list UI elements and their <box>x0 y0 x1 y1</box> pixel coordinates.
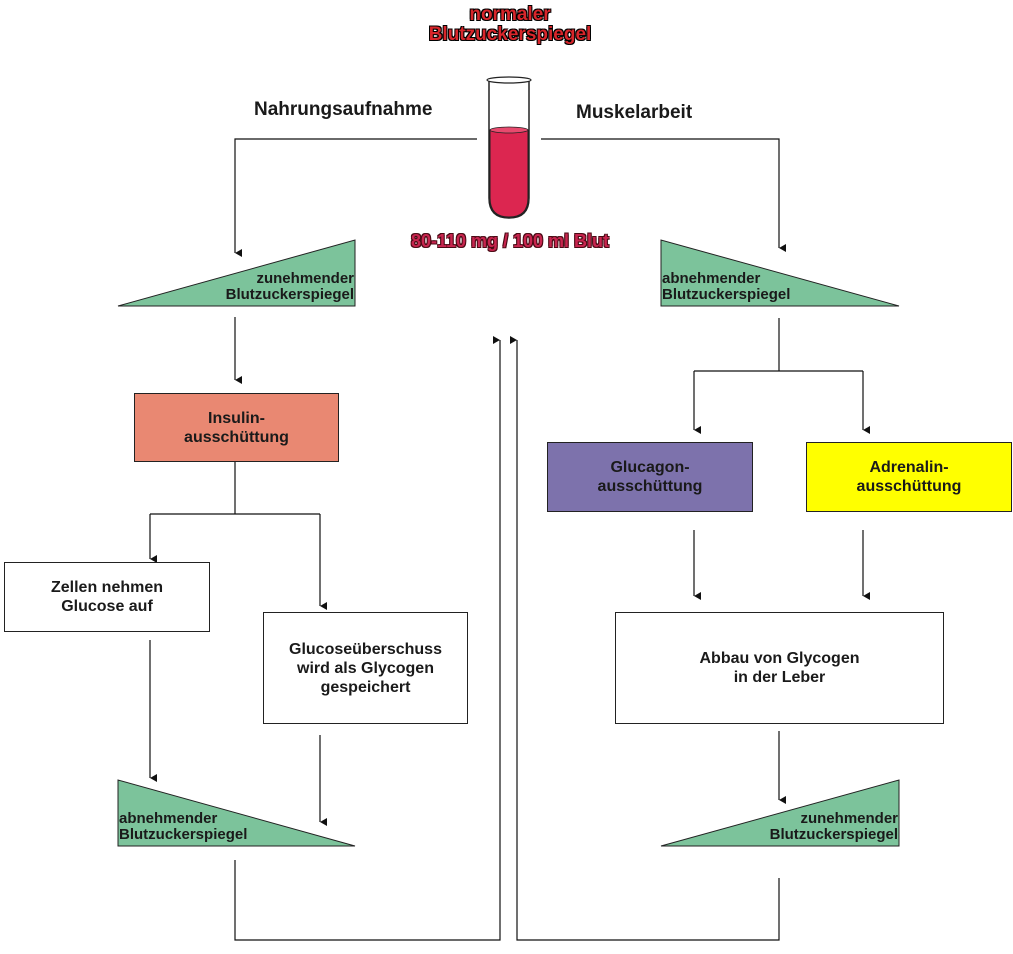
breakdown-line2: in der Leber <box>733 669 826 686</box>
cells-line1: Zellen nehmen <box>50 579 164 596</box>
storage-line1: Glucoseüberschuss <box>289 640 442 658</box>
triangle-left-bottom-line2: Blutzuckerspiegel <box>119 826 248 843</box>
label-food-intake: Nahrungsaufnahme <box>254 99 433 120</box>
triangle-right-bottom-line1: zunehmender <box>800 810 898 827</box>
label-muscle-work: Muskelarbeit <box>576 102 693 123</box>
triangle-right-bottom-label: zunehmender Blutzuckerspiegel <box>698 811 898 843</box>
triangle-left-bottom <box>117 779 356 847</box>
adrenalin-line1: Adrenalin- <box>869 459 949 476</box>
connector-lines <box>149 138 870 941</box>
adrenalin-box: Adrenalin- ausschüttung <box>806 442 1012 512</box>
triangle-right-top-label: abnehmender Blutzuckerspiegel <box>662 271 862 303</box>
storage-line2: wird als Glycogen <box>297 659 434 677</box>
triangle-right-bottom-line2: Blutzuckerspiegel <box>769 826 898 843</box>
triangle-right-top-line1: abnehmender <box>662 270 761 287</box>
cells-box: Zellen nehmen Glucose auf <box>4 562 210 632</box>
storage-line3: gespeichert <box>320 678 411 696</box>
triangle-left-bottom-line1: abnehmender <box>119 810 218 827</box>
triangle-right-top-line2: Blutzuckerspiegel <box>662 286 791 303</box>
glucagon-line1: Glucagon- <box>610 459 690 476</box>
triangle-left-top-label: zunehmender Blutzuckerspiegel <box>180 271 354 303</box>
blood-sugar-range: 80-110 mg / 100 ml Blut <box>410 231 610 251</box>
cells-line2: Glucose auf <box>61 598 153 615</box>
triangle-right-top <box>660 239 900 307</box>
insulin-line2: ausschüttung <box>184 428 289 446</box>
title-line-2: Blutzuckerspiegel <box>428 24 592 45</box>
glucagon-line2: ausschüttung <box>597 478 703 495</box>
insulin-box: Insulin- ausschüttung <box>134 393 339 462</box>
glucagon-box: Glucagon- ausschüttung <box>547 442 753 512</box>
insulin-line1: Insulin- <box>208 409 265 427</box>
triangle-left-top-line1: zunehmender <box>256 270 354 287</box>
triangle-left-top-line2: Blutzuckerspiegel <box>225 286 354 303</box>
storage-box: Glucoseüberschuss wird als Glycogen gesp… <box>263 612 468 724</box>
triangle-right-bottom <box>660 779 900 847</box>
triangle-left-top <box>117 239 356 307</box>
test-tube-icon <box>486 76 532 219</box>
title-line-1: normaler <box>469 4 551 25</box>
breakdown-box: Abbau von Glycogen in der Leber <box>615 612 944 724</box>
triangle-left-bottom-label: abnehmender Blutzuckerspiegel <box>119 811 319 843</box>
breakdown-line1: Abbau von Glycogen <box>699 650 860 667</box>
adrenalin-line2: ausschüttung <box>856 478 962 495</box>
